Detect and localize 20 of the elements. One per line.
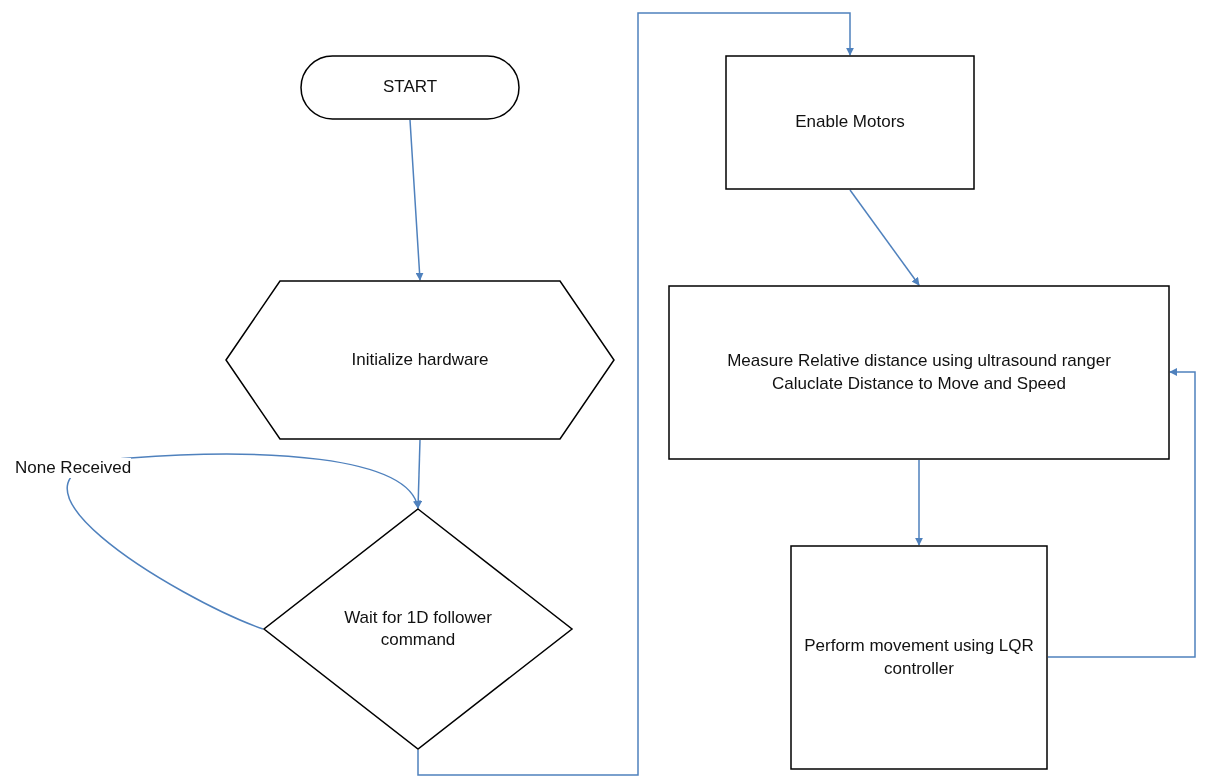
decision-diamond — [263, 508, 573, 750]
arrow — [915, 459, 923, 546]
node-text: START — [382, 76, 438, 99]
preparation-hexagon — [225, 280, 615, 440]
node-text: Measure Relative distance using ultrasound ranger — [727, 350, 1111, 373]
arrow — [1047, 368, 1196, 658]
arrow — [409, 119, 424, 281]
arrow — [414, 439, 423, 509]
node-text: Caluclate Distance to Move and Speed — [772, 372, 1066, 395]
edge-label: None Received — [15, 458, 132, 478]
arrow — [849, 189, 920, 286]
process-box — [725, 55, 975, 190]
process-box — [668, 285, 1170, 460]
node-text: Enable Motors — [795, 111, 905, 134]
node-text: Initialize hardware — [351, 348, 489, 371]
node-text: Wait for 1D follower command — [343, 606, 493, 651]
arrow — [417, 12, 854, 776]
node-text: Perform movement using LQR controller — [803, 635, 1035, 680]
arrow — [66, 453, 420, 630]
process-box — [790, 545, 1048, 770]
